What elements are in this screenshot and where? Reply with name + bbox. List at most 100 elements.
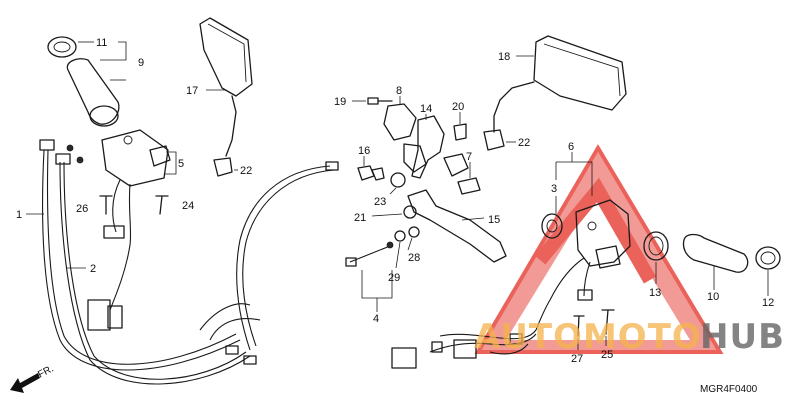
throttle-cables	[26, 139, 261, 385]
cable-nut-2	[76, 156, 84, 164]
leader-9-bracket	[100, 41, 127, 61]
bolt-20	[453, 123, 467, 141]
harness-connector-b	[453, 339, 477, 359]
right-switch-grip-assembly	[535, 152, 781, 331]
callout-5: 5	[178, 158, 184, 170]
right-switch-housing-6	[575, 199, 631, 267]
diagram-code: MGR4F0400	[700, 384, 758, 395]
callout-6: 6	[568, 141, 574, 153]
grip-end-cap	[47, 36, 77, 58]
clutch-lever-15	[407, 189, 507, 263]
screw-24	[155, 195, 169, 215]
cable-fitting-b	[243, 355, 257, 365]
washer-23	[390, 172, 406, 188]
harness-wire-3	[489, 343, 529, 355]
left-mirror	[199, 17, 253, 177]
callout-24: 24	[182, 200, 194, 212]
arrow-icon	[10, 373, 40, 393]
throttle-cable-1	[42, 149, 241, 371]
cable-end-1	[199, 303, 251, 331]
switch-connector-a	[87, 299, 111, 331]
switch-knob	[149, 145, 171, 167]
nut-16-b	[371, 167, 385, 181]
throttle-cable-1b	[46, 149, 237, 365]
right-switch-wire-a	[535, 257, 585, 331]
grip-end-cap-inner	[53, 41, 71, 53]
right-switch-screw	[587, 221, 597, 231]
callout-23: 23	[374, 196, 386, 208]
right-mirror	[483, 35, 627, 151]
watermark-text-part1: AUTOMOTO	[474, 317, 702, 357]
cable-adjuster-2	[55, 153, 71, 165]
right-switch-wire-b	[583, 261, 591, 297]
callout-14: 14	[420, 103, 432, 115]
callout-11: 11	[96, 37, 107, 49]
bracket-14-lower	[403, 143, 427, 173]
clutch-lever-assembly	[352, 96, 507, 269]
harness-connector-d	[509, 333, 523, 345]
grip-ring-13-inner	[648, 236, 664, 256]
direction-label: FR.	[36, 363, 55, 380]
switch-housing-body	[101, 129, 169, 187]
right-mirror-boot	[483, 129, 505, 151]
screw-26	[99, 195, 113, 215]
lever-holder-8	[383, 103, 417, 141]
lever-bracket-14	[411, 115, 445, 179]
screws-right	[573, 309, 615, 350]
grip-end-12-inner	[760, 251, 776, 265]
callout-22b: 22	[518, 137, 530, 149]
callout-25: 25	[601, 349, 613, 361]
callout-12: 12	[762, 297, 774, 309]
right-switch-button	[595, 245, 621, 269]
left-switch-housing	[87, 129, 177, 331]
cable-end-2	[209, 318, 261, 341]
watermark-text: AUTOMOTO HUB	[474, 317, 784, 357]
grip-flange	[89, 105, 119, 127]
leader-29	[395, 241, 401, 269]
screw-25	[601, 309, 615, 335]
pivot-nut-28	[408, 226, 420, 238]
grip-ring-13	[643, 231, 669, 261]
right-wire-clamp	[577, 289, 593, 301]
switch-7	[457, 177, 481, 195]
clutch-cable	[236, 161, 394, 351]
callout-10: 10	[707, 291, 719, 303]
callout-21: 21	[354, 212, 366, 224]
pivot-nut-29	[394, 230, 406, 242]
callout-2: 2	[90, 263, 96, 275]
right-mirror-edge	[543, 43, 621, 97]
leader-5	[164, 151, 177, 175]
throttle-grip	[66, 58, 120, 125]
front-direction-arrow	[10, 373, 40, 393]
nut-16-a	[357, 165, 375, 181]
switch-wire-a	[112, 179, 121, 233]
grip-10	[682, 233, 749, 273]
left-mirror-edge	[207, 23, 247, 83]
clutch-cable-end	[325, 161, 339, 171]
bolt-19-head	[367, 97, 379, 105]
callout-18: 18	[498, 51, 510, 63]
harness-wire-2	[429, 333, 537, 353]
callout-16: 16	[358, 145, 370, 157]
callout-13: 13	[649, 287, 661, 299]
callout-4: 4	[373, 313, 379, 325]
callout-8: 8	[396, 85, 402, 97]
leader-6-bracket	[555, 161, 593, 196]
switch-wire-b	[109, 183, 132, 311]
callout-9: 9	[138, 57, 144, 69]
cable-nut-1	[66, 144, 74, 152]
grip-end-12	[755, 246, 781, 270]
harness-connector-a	[391, 347, 417, 369]
switch-wire-clamp	[103, 225, 125, 239]
callout-1: 1	[16, 209, 22, 221]
right-mirror-head	[533, 35, 627, 111]
callout-labels: 11 9 5 26 24 1 2 17 22 19 8 14 20 7 16 2…	[16, 37, 774, 395]
throttle-cable-2b	[63, 161, 247, 380]
leader-15	[461, 217, 485, 221]
screw-27	[573, 315, 585, 337]
callout-17: 17	[186, 85, 198, 97]
callout-22a: 22	[240, 165, 252, 177]
left-mirror-boot	[213, 157, 233, 177]
callout-20: 20	[452, 101, 464, 113]
